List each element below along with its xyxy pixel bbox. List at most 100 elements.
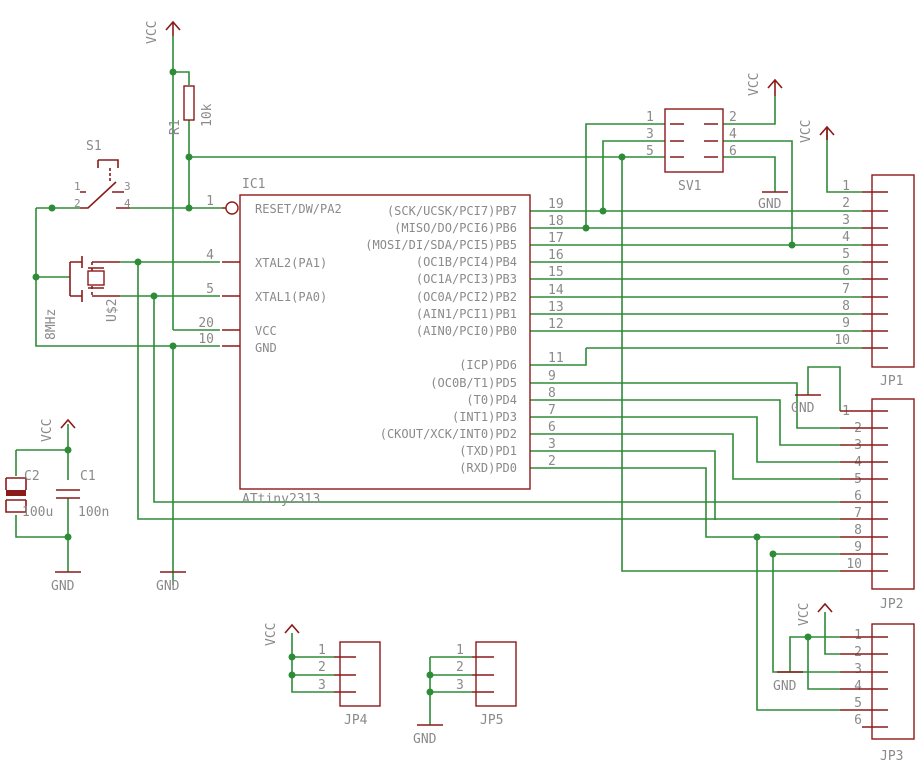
vcc-symbol: VCC: [145, 21, 181, 44]
junction: [288, 671, 296, 679]
schematic-label: (SCK/UCSK/PCI7)PB7: [387, 204, 517, 218]
schematic-label: VCC: [255, 324, 277, 338]
gnd-symbol: GND: [413, 724, 443, 747]
schematic-label: 5: [206, 282, 214, 297]
gnd-symbol: GND: [791, 394, 821, 416]
vcc-symbol: VCC: [264, 623, 300, 646]
schematic-label: GND: [773, 679, 797, 694]
schematic-label: (T0)PD4: [466, 393, 517, 407]
schematic-label: 11: [548, 351, 564, 366]
schematic-label: R1: [168, 119, 183, 135]
schematic-label: VCC: [145, 21, 160, 44]
schematic-label: 6: [548, 420, 556, 435]
schematic-label: 2: [854, 645, 862, 660]
schematic-label: 4: [842, 230, 850, 245]
schematic-label: (CKOUT/XCK/INT0)PD2: [380, 427, 517, 441]
schematic-label: 10: [198, 332, 214, 347]
junction: [426, 671, 434, 679]
switch-ref: S1: [86, 139, 102, 154]
schematic-label: 7: [548, 403, 556, 418]
schematic-label: 12: [548, 317, 564, 332]
jp3-pins: 1 2 3 4 5 6: [854, 628, 862, 728]
schematic-label: 4: [729, 127, 737, 142]
schematic-label: 8: [854, 523, 862, 538]
schematic-label: (OC0B/T1)PD5: [430, 376, 517, 390]
schematic-label: (MISO/DO/PCI6)PB6: [394, 221, 517, 235]
vcc-symbol: VCC: [40, 419, 76, 442]
schematic-label: 1: [854, 628, 862, 643]
schematic-label: 3: [124, 180, 131, 193]
schematic-label: 8MHz: [44, 309, 59, 340]
schematic-label: GND: [156, 579, 180, 594]
schematic-label: VCC: [747, 73, 762, 96]
junction: [64, 446, 72, 454]
schematic-label: 18: [548, 214, 564, 229]
schematic-label: 5: [854, 696, 862, 711]
junction: [185, 204, 193, 212]
sv1-ref: SV1: [678, 179, 701, 194]
ic1-ref: IC1: [242, 177, 265, 192]
schematic-label: 3: [854, 662, 862, 677]
junction: [753, 533, 761, 541]
schematic-label: C1: [80, 469, 96, 484]
gnd-symbol: GND: [773, 671, 803, 694]
schematic-label: U$2: [105, 299, 120, 322]
header-jp2: 1 2 3 4 5 6 7 8 9 10 JP2: [840, 398, 915, 612]
schematic-label: C2: [24, 469, 40, 484]
schematic-label: VCC: [799, 120, 814, 143]
schematic-label: 15: [548, 265, 564, 280]
schematic-label: 2: [842, 196, 850, 211]
capacitor-c1: C1 100n: [56, 469, 109, 520]
junction: [48, 204, 56, 212]
schematic-label: 10: [846, 557, 862, 572]
schematic-label: VCC: [797, 603, 812, 626]
jp1-ref: JP1: [880, 374, 903, 389]
schematic-label: 9: [842, 316, 850, 331]
wires: [15, 36, 862, 725]
schematic-label: GND: [791, 401, 815, 416]
junction: [599, 207, 607, 215]
schematic-label: GND: [51, 579, 75, 594]
schematic-label: (OC0A/PCI2)PB2: [416, 290, 517, 304]
schematic-label: 5: [646, 144, 654, 159]
schematic-label: 2: [318, 660, 326, 675]
schematic-label: 3: [548, 437, 556, 452]
ic1-left-pins: 1 RESET/DW/PA2 4 XTAL2(PA1) 5 XTAL1(PA0)…: [198, 194, 341, 355]
schematic-label: (RXD)PD0: [459, 461, 517, 475]
schematic-label: 6: [854, 489, 862, 504]
schematic-label: 3: [318, 678, 326, 693]
capacitor-c2: C2 100u: [5, 469, 53, 520]
schematic-label: 2: [729, 110, 737, 125]
vcc-symbol: VCC: [799, 120, 835, 143]
jp3-ref: JP3: [880, 749, 903, 764]
resistor-r1: R1 10k: [168, 85, 215, 135]
junction: [769, 550, 777, 558]
schematic-label: 16: [548, 248, 564, 263]
header-jp4: 1 2 3 JP4: [318, 641, 381, 728]
schematic-label: 6: [729, 144, 737, 159]
ic1-attiny2313: IC1 ATtiny2313 1 RESET/DW/PA2 4 XTAL2(PA…: [198, 177, 563, 507]
schematic-label: 9: [854, 540, 862, 555]
schematic-label: XTAL2(PA1): [255, 256, 327, 270]
header-jp3: 1 2 3 4 5 6 JP3: [840, 623, 915, 764]
vcc-symbol: VCC: [747, 73, 783, 96]
schematic-label: 6: [854, 713, 862, 728]
jp2-ref: JP2: [880, 597, 903, 612]
junction: [64, 533, 72, 541]
schematic-label: 100n: [78, 505, 109, 520]
header-jp1: 1 2 3 4 5 6 7 8 9 10 JP1: [834, 174, 915, 389]
schematic-label: GND: [758, 197, 782, 212]
schematic-label: 5: [842, 247, 850, 262]
junction: [134, 258, 142, 266]
gnd-symbol: GND: [758, 191, 788, 212]
jp1-pins: 1 2 3 4 5 6 7 8 9 10: [834, 179, 850, 348]
junction: [582, 224, 590, 232]
junction: [185, 153, 193, 161]
schematic-label: GND: [255, 341, 277, 355]
junction: [788, 241, 796, 249]
schematic-label: 19: [548, 197, 564, 212]
schematic-label: 2: [548, 454, 556, 469]
schematic-label: 14: [548, 283, 564, 298]
schematic-label: 1: [74, 180, 81, 193]
